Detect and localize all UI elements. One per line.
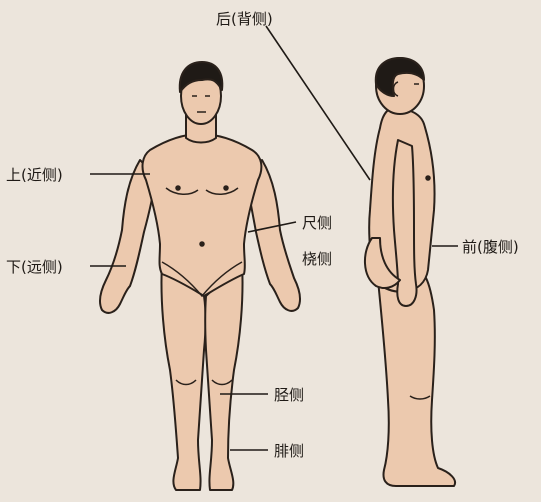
- front-navel: [200, 242, 204, 246]
- front-body-figure: [100, 62, 300, 490]
- label-lower: 下(远侧): [6, 258, 63, 276]
- side-legs: [378, 278, 455, 486]
- side-nipple: [426, 176, 430, 180]
- front-nipple-left: [176, 186, 180, 190]
- front-left-leg: [205, 262, 242, 490]
- side-body-figure: [365, 58, 455, 486]
- leader-line-back: [266, 26, 370, 180]
- label-front: 前(腹侧): [462, 238, 519, 256]
- label-tibial: 胫侧: [274, 386, 304, 404]
- label-fibular: 腓侧: [274, 442, 304, 460]
- label-upper: 上(近侧): [6, 166, 63, 184]
- label-radial: 桡侧: [302, 250, 332, 268]
- label-back: 后(背侧): [216, 10, 273, 28]
- label-ulnar: 尺侧: [302, 214, 332, 232]
- front-right-leg: [161, 262, 205, 490]
- front-torso: [143, 134, 262, 296]
- front-nipple-right: [224, 186, 228, 190]
